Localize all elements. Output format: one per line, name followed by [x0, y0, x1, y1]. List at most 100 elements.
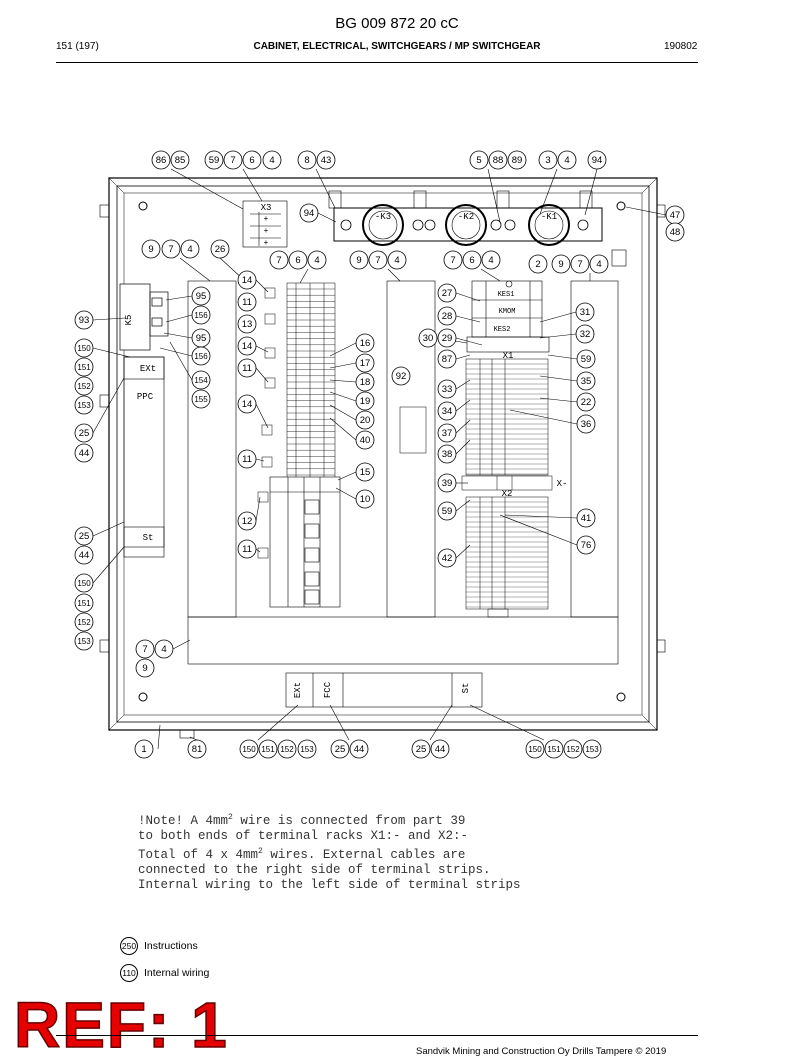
callout-number: 44 [79, 550, 90, 561]
callout-number: 29 [442, 333, 453, 344]
terminal-rack-x1 [461, 358, 553, 491]
leader-line [92, 347, 131, 358]
callout-circle [349, 739, 369, 759]
callout-4: 4 [262, 150, 282, 170]
callout-6: 6 [242, 150, 262, 170]
leader-line [329, 704, 350, 741]
callout-14: 14 [237, 270, 257, 290]
callout-number: 9 [356, 255, 361, 266]
callout-37: 37 [437, 423, 457, 443]
callout-47: 47 [665, 205, 685, 225]
callout-circle [576, 508, 596, 528]
leader-line [539, 168, 558, 215]
callout-35: 35 [576, 371, 596, 391]
ref-stamp: REF: 1 [13, 988, 229, 1062]
callout-number: 156 [194, 352, 208, 361]
leader-line [329, 417, 357, 441]
callout-number: 4 [564, 155, 569, 166]
leader-line [92, 317, 126, 321]
callout-number: 151 [547, 745, 561, 754]
leader-line [539, 311, 577, 323]
callout-151: 151 [74, 593, 94, 613]
callout-151: 151 [74, 357, 94, 377]
callout-4: 4 [481, 250, 501, 270]
callout-number: 85 [175, 155, 186, 166]
callout-7: 7 [223, 150, 243, 170]
callout-153: 153 [74, 395, 94, 415]
callout-circle [355, 430, 375, 450]
callout-number: 25 [416, 744, 427, 755]
callout-number: 150 [242, 745, 256, 754]
callout-circle [576, 392, 596, 412]
leader-line [455, 544, 471, 559]
callout-circle [135, 658, 155, 678]
callout-59: 59 [576, 349, 596, 369]
callout-circle [237, 511, 257, 531]
callout-number: 7 [230, 155, 235, 166]
callout-number: 15 [360, 467, 371, 478]
callout-number: 152 [566, 745, 580, 754]
side-terminal-labels: EXt PPC St [137, 364, 156, 543]
leader-line [329, 342, 357, 357]
callout-number: 37 [442, 428, 453, 439]
callout-number: 150 [528, 745, 542, 754]
callout-42: 42 [437, 548, 457, 568]
callout-4: 4 [180, 239, 200, 259]
callout-6: 6 [462, 250, 482, 270]
callout-number: 19 [360, 396, 371, 407]
leader-line [455, 292, 481, 302]
note-line-3c: wires. External cables are [262, 848, 466, 863]
callout-93: 93 [74, 310, 94, 330]
callout-number: 87 [442, 354, 453, 365]
callout-number: 17 [360, 358, 371, 369]
callout-number: 44 [435, 744, 446, 755]
callout-circle [74, 310, 94, 330]
leader-line [539, 375, 578, 382]
callout-circle [161, 239, 181, 259]
leader-line [315, 168, 336, 209]
callout-10: 10 [355, 489, 375, 509]
callout-circle [191, 346, 211, 366]
callout-22: 22 [576, 392, 596, 412]
callout-circle [237, 449, 257, 469]
callout-150: 150 [74, 338, 94, 358]
callout-number: 25 [79, 531, 90, 542]
callout-7: 7 [135, 639, 155, 659]
callout-circle [242, 150, 262, 170]
note-line-5: Internal wiring to the left side of term… [138, 878, 521, 893]
leader-line [163, 332, 193, 339]
callout-circle [191, 286, 211, 306]
callout-circle [437, 444, 457, 464]
callout-number: 22 [581, 397, 592, 408]
callout-circle [191, 305, 211, 325]
component-92 [399, 406, 427, 454]
callout-153: 153 [74, 631, 94, 651]
callout-circle [223, 150, 243, 170]
note-line-3a: Total of 4 x 4mm [138, 848, 259, 863]
leader-line [455, 354, 471, 360]
callout-number: 9 [148, 244, 153, 255]
ppc-side-label: PPC [137, 392, 154, 402]
kmom-label: KMOM [499, 308, 516, 316]
callout-number: 31 [580, 307, 591, 318]
callout-43: 43 [316, 150, 336, 170]
callout-circle [437, 401, 457, 421]
callout-circle [239, 739, 259, 759]
leader-line [255, 345, 269, 353]
terminal-rows [287, 288, 335, 476]
callout-circle [437, 501, 457, 521]
leader-line [455, 315, 481, 323]
callout-number: 59 [442, 506, 453, 517]
callout-15: 15 [355, 462, 375, 482]
callout-2: 2 [528, 254, 548, 274]
leader-line [255, 548, 261, 553]
callout-76: 76 [576, 535, 596, 555]
callout-number: 4 [314, 255, 319, 266]
callout-circle [576, 371, 596, 391]
header-rule [56, 62, 698, 63]
callout-number: 153 [77, 637, 91, 646]
callout-circle [74, 545, 94, 565]
callout-circle [576, 349, 596, 369]
x1-label: X1 [503, 351, 514, 361]
